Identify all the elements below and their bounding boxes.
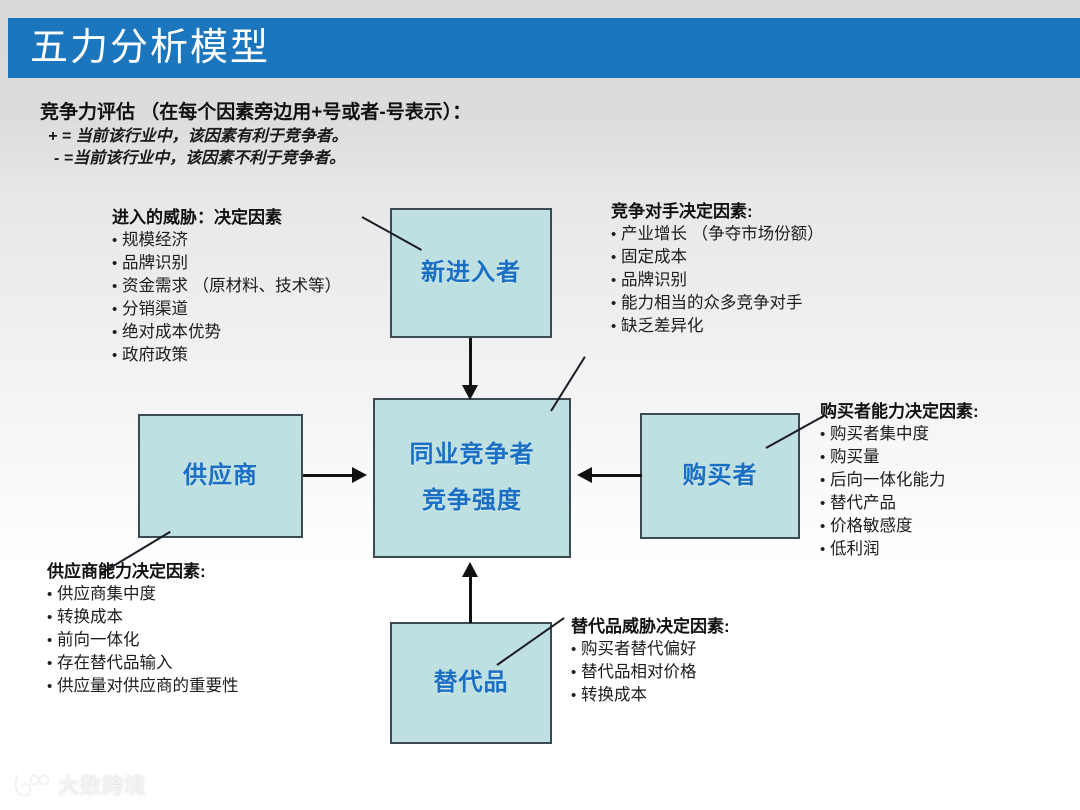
factors-entrants-title: 进入的威胁：决定因素 — [112, 208, 282, 227]
factors-entrants-item: 品牌识别 — [112, 252, 341, 275]
force-box-new-entrants-label: 新进入者 — [421, 259, 521, 286]
factors-rivalry-item: 产业增长 （争夺市场份额） — [611, 223, 824, 246]
factors-substitute-title: 替代品威胁决定因素: — [571, 617, 730, 636]
factors-entrants-item: 分销渠道 — [112, 298, 341, 321]
factors-entrants-block: 进入的威胁：决定因素 规模经济 品牌识别 资金需求 （原材料、技术等） 分销渠道… — [112, 206, 341, 367]
factors-rivalry-item: 品牌识别 — [611, 269, 824, 292]
title-band — [8, 18, 1080, 78]
factors-supplier-item: 前向一体化 — [47, 629, 239, 652]
factors-substitute-item: 转换成本 — [571, 684, 730, 707]
force-box-new-entrants[interactable]: 新进入者 — [390, 208, 552, 338]
factors-buyer-block: 购买者能力决定因素: 购买者集中度 购买量 后向一体化能力 替代产品 价格敏感度… — [820, 400, 979, 561]
factors-supplier-item: 供应量对供应商的重要性 — [47, 675, 239, 698]
force-box-industry-rivalry-label-line2: 竞争强度 — [422, 487, 522, 514]
factors-entrants-item: 规模经济 — [112, 229, 341, 252]
legend-line-negative: - =当前该行业中，该因素不利于竞争者。 — [54, 150, 346, 167]
factors-supplier-item: 供应商集中度 — [47, 583, 239, 606]
watermark: 大数跨境 — [14, 770, 146, 800]
factors-supplier-item: 存在替代品输入 — [47, 652, 239, 675]
arrow-supplier-to-rivalry-shaft — [303, 474, 358, 477]
force-box-suppliers-label: 供应商 — [183, 462, 258, 489]
force-box-substitutes-label: 替代品 — [433, 669, 509, 696]
arrow-buyer-to-rivalry-shaft — [590, 474, 642, 477]
factors-rivalry-block: 竞争对手决定因素: 产业增长 （争夺市场份额） 固定成本 品牌识别 能力相当的众… — [611, 200, 824, 338]
force-box-suppliers[interactable]: 供应商 — [138, 414, 303, 538]
legend-line-positive: + = 当前该行业中，该因素有利于竞争者。 — [48, 128, 348, 145]
brand-logo-icon — [14, 774, 50, 797]
factors-buyer-item: 后向一体化能力 — [820, 469, 979, 492]
factors-buyer-item: 替代产品 — [820, 492, 979, 515]
factors-rivalry-item: 固定成本 — [611, 246, 824, 269]
factors-supplier-block: 供应商能力决定因素: 供应商集中度 转换成本 前向一体化 存在替代品输入 供应量… — [47, 560, 239, 698]
force-box-buyers-label: 购买者 — [682, 462, 758, 489]
factors-entrants-item: 政府政策 — [112, 344, 341, 367]
legend-block: 竞争力评估 （在每个因素旁边用+号或者-号表示）： + = 当前该行业中，该因素… — [40, 100, 660, 170]
force-box-substitutes[interactable]: 替代品 — [390, 622, 552, 744]
force-box-buyers[interactable]: 购买者 — [640, 413, 800, 539]
factors-rivalry-title: 竞争对手决定因素: — [611, 202, 753, 221]
factors-substitute-item: 替代品相对价格 — [571, 661, 730, 684]
factors-buyer-item: 低利润 — [820, 538, 979, 561]
factors-buyer-item: 价格敏感度 — [820, 515, 979, 538]
factors-entrants-item: 资金需求 （原材料、技术等） — [112, 275, 341, 298]
force-box-industry-rivalry[interactable]: 同业竞争者 竞争强度 — [373, 398, 571, 558]
factors-supplier-title: 供应商能力决定因素: — [47, 562, 206, 581]
arrow-supplier-to-rivalry-head-icon — [352, 467, 367, 483]
legend-title: 竞争力评估 （在每个因素旁边用+号或者-号表示）： — [40, 102, 472, 123]
factors-substitute-block: 替代品威胁决定因素: 购买者替代偏好 替代品相对价格 转换成本 — [571, 615, 730, 707]
factors-buyer-title: 购买者能力决定因素: — [820, 402, 979, 421]
factors-rivalry-item: 缺乏差异化 — [611, 315, 824, 338]
arrow-buyer-to-rivalry-head-icon — [577, 467, 592, 483]
factors-buyer-item: 购买者集中度 — [820, 423, 979, 446]
force-box-industry-rivalry-label-line1: 同业竞争者 — [409, 441, 535, 468]
factors-entrants-item: 绝对成本优势 — [112, 321, 341, 344]
arrow-entrants-to-rivalry-shaft — [469, 338, 472, 390]
factors-rivalry-item: 能力相当的众多竞争对手 — [611, 292, 824, 315]
watermark-text: 大数跨境 — [58, 775, 146, 798]
arrow-entrants-to-rivalry-head-icon — [462, 385, 478, 400]
arrow-substitute-to-rivalry-head-icon — [462, 562, 478, 577]
factors-supplier-item: 转换成本 — [47, 606, 239, 629]
factors-substitute-item: 购买者替代偏好 — [571, 638, 730, 661]
page-title: 五力分析模型 — [30, 27, 271, 69]
arrow-substitute-to-rivalry-shaft — [469, 575, 472, 623]
factors-buyer-item: 购买量 — [820, 446, 979, 469]
